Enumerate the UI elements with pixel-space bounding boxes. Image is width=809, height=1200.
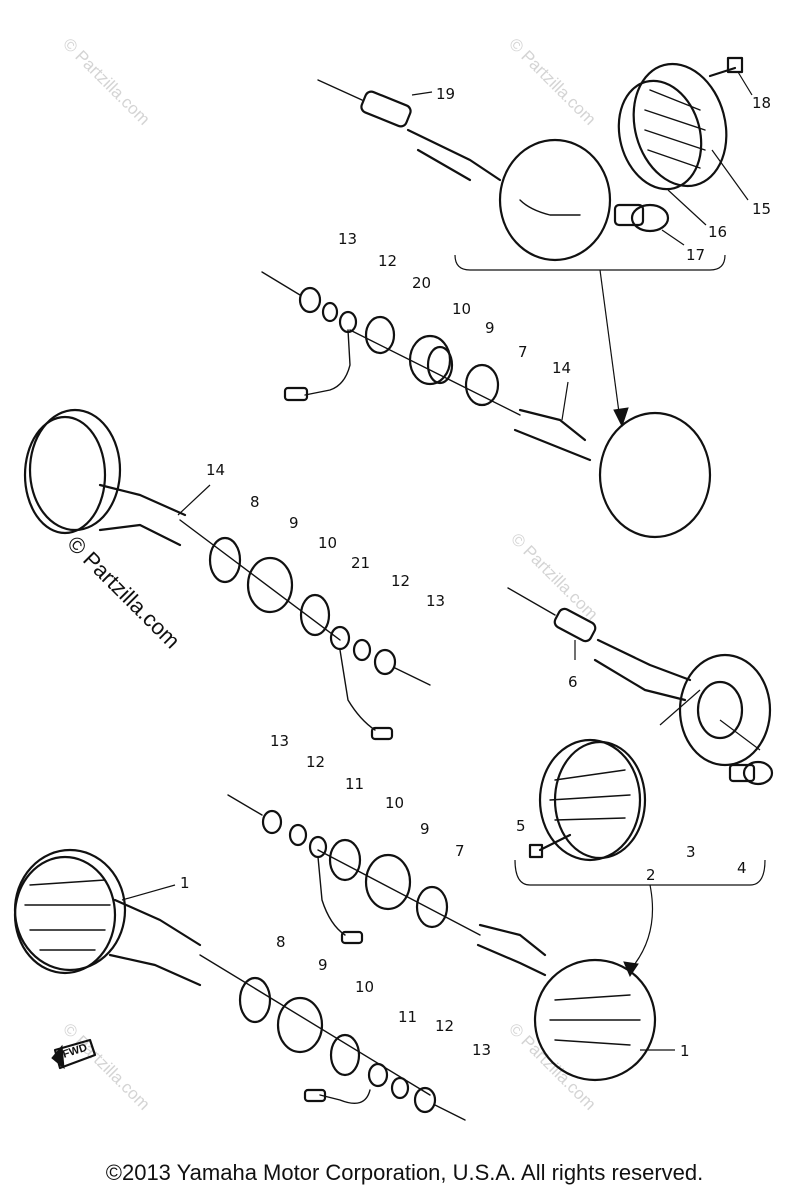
callout-21: 21 <box>351 554 370 572</box>
front-right-stem-assembly <box>227 794 675 1082</box>
callout-10-row4: 10 <box>385 794 404 812</box>
rear-right-flasher-assembly <box>317 56 753 428</box>
callout-4: 4 <box>737 859 747 877</box>
callout-13-row5: 13 <box>472 1041 491 1059</box>
callout-11-row4: 11 <box>345 775 364 793</box>
callout-20: 20 <box>412 274 431 292</box>
callout-18: 18 <box>752 94 771 112</box>
callout-14-right: 14 <box>552 359 571 377</box>
callout-1-left: 1 <box>180 874 190 892</box>
callout-6: 6 <box>568 673 578 691</box>
watermark-center-left: © Partzilla.com <box>62 531 185 654</box>
callout-10-row3: 10 <box>318 534 337 552</box>
watermark-top-left: © Partzilla.com <box>59 34 153 128</box>
callout-3: 3 <box>686 843 696 861</box>
callout-5: 5 <box>516 817 526 835</box>
callout-11-row5: 11 <box>398 1008 417 1026</box>
callout-15: 15 <box>752 200 771 218</box>
callout-12-row4: 12 <box>306 753 325 771</box>
callout-7-row4: 7 <box>455 842 465 860</box>
callout-2: 2 <box>646 866 656 884</box>
front-upper-stem-assembly <box>261 271 712 539</box>
callout-16: 16 <box>708 223 727 241</box>
callout-7-row2: 7 <box>518 343 528 361</box>
watermark-top-right: © Partzilla.com <box>505 34 599 128</box>
callout-9-row3: 9 <box>289 514 299 532</box>
callout-9-row4: 9 <box>420 820 430 838</box>
callout-13-row4: 13 <box>270 732 289 750</box>
callout-12-row5: 12 <box>435 1017 454 1035</box>
callout-12-row2: 12 <box>378 252 397 270</box>
callout-12-row3: 12 <box>391 572 410 590</box>
callout-9-row2: 9 <box>485 319 495 337</box>
callout-10-row5: 10 <box>355 978 374 996</box>
callout-9-row5: 9 <box>318 956 328 974</box>
callout-14-left: 14 <box>206 461 225 479</box>
watermark-bottom-right: © Partzilla.com <box>505 1019 599 1113</box>
bottom-left-flasher-assembly <box>13 848 466 1121</box>
rear-left-flasher-assembly <box>507 587 774 978</box>
callout-8-row5: 8 <box>276 933 286 951</box>
watermarks: © Partzilla.com © Partzilla.com © Partzi… <box>59 34 601 1113</box>
callout-13-row2: 13 <box>338 230 357 248</box>
callout-19: 19 <box>436 85 455 103</box>
copyright-notice: ©2013 Yamaha Motor Corporation, U.S.A. A… <box>105 1160 704 1185</box>
callout-17: 17 <box>686 246 705 264</box>
callout-13-row3: 13 <box>426 592 445 610</box>
callout-8-row3: 8 <box>250 493 260 511</box>
front-left-flasher-assembly <box>23 408 431 741</box>
watermark-bottom-left: © Partzilla.com <box>59 1019 153 1113</box>
watermark-mid-right: © Partzilla.com <box>507 529 601 623</box>
callout-10-row2: 10 <box>452 300 471 318</box>
callout-1-right: 1 <box>680 1042 690 1060</box>
